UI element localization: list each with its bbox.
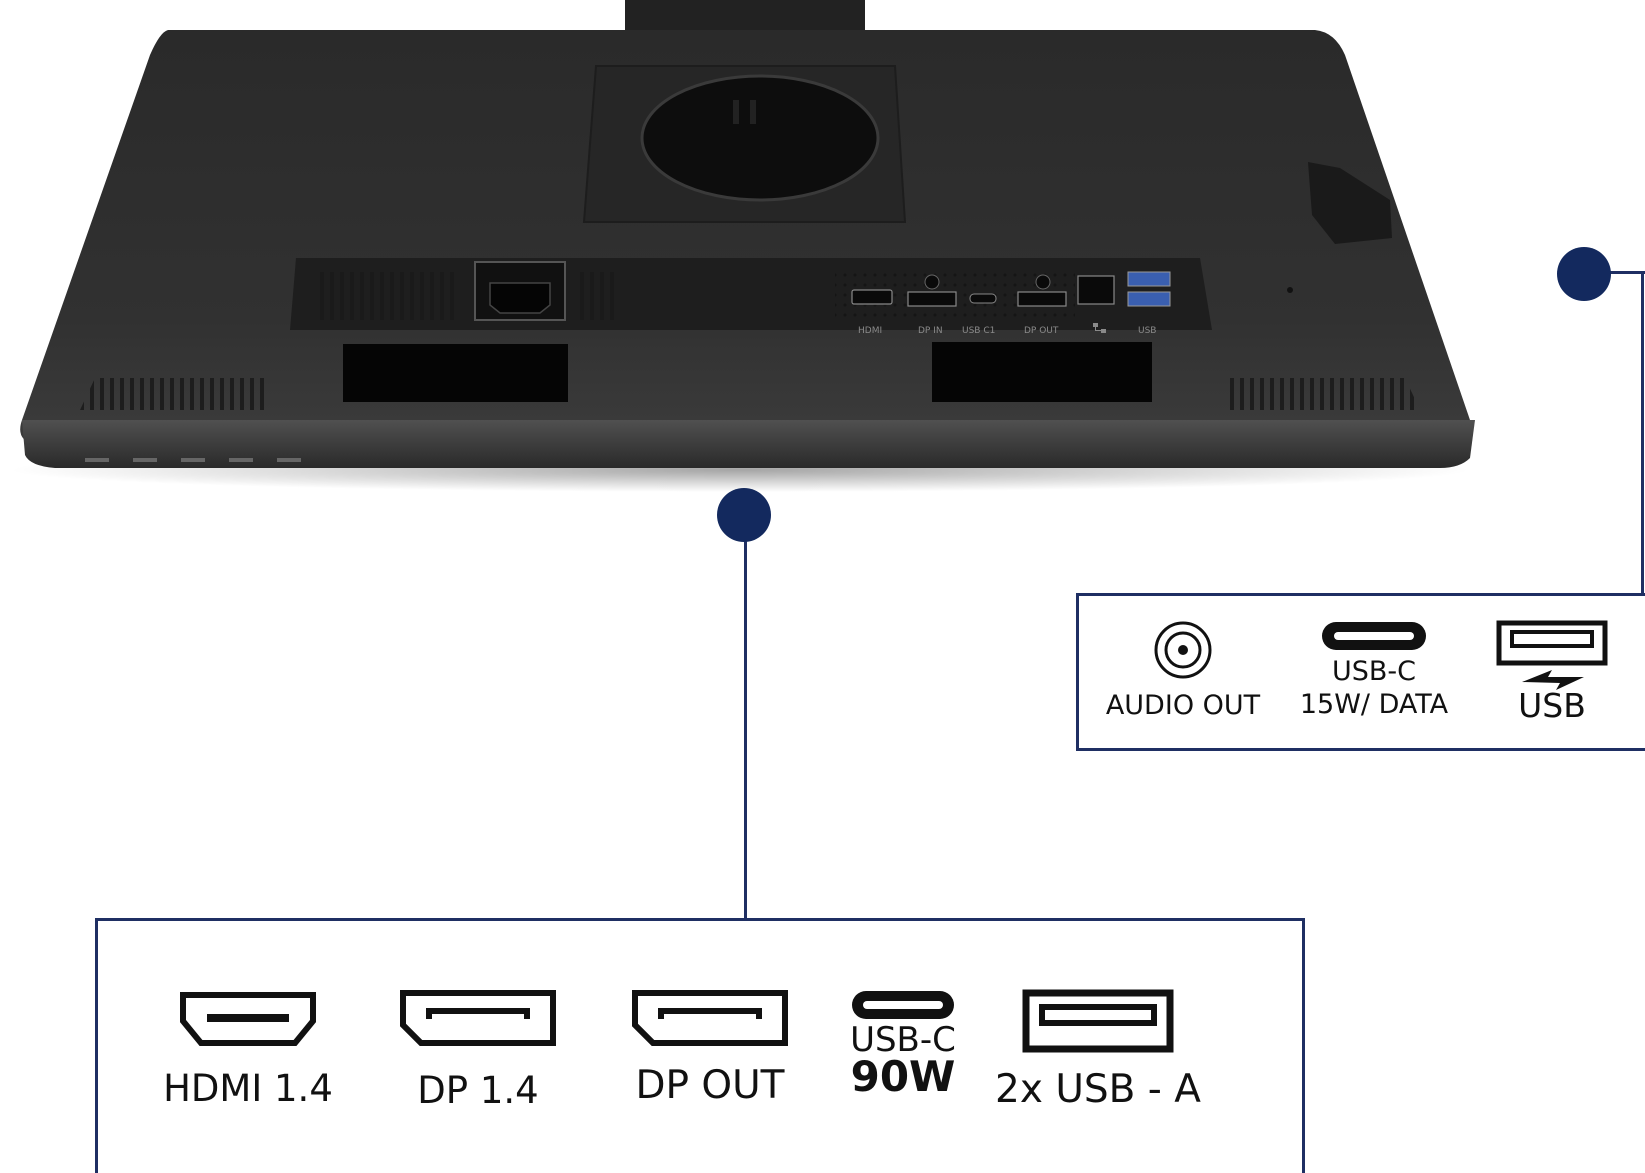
cutout-left: [343, 344, 568, 402]
rear-ports-panel: HDMI 1.4 DP 1.4 DP OUT USB-C 90W 2x USB …: [95, 918, 1305, 1173]
displayport-icon: [400, 990, 556, 1046]
monitor-label-dp-out: DP OUT: [1024, 326, 1059, 336]
stand-stub: [625, 0, 865, 34]
usb-a-charge-icon: [1496, 620, 1608, 690]
stand-mount-hole: [640, 74, 880, 202]
port-usb-c-data: USB-C 15W/ DATA: [1289, 620, 1459, 720]
port-label: 15W/ DATA: [1299, 689, 1449, 720]
monitor-usb-c-port: [969, 293, 997, 304]
audio-jack-icon: [1154, 621, 1212, 679]
port-label: HDMI 1.4: [163, 1067, 333, 1110]
monitor-usb-a-port-1: [1127, 271, 1171, 287]
monitor-dp-out-port: [1017, 291, 1067, 307]
monitor-label-dp-in: DP IN: [918, 326, 943, 336]
port-label: USB-C: [1331, 656, 1417, 687]
monitor-lan-port: [1077, 275, 1115, 305]
monitor-body: [20, 30, 1472, 445]
monitor-label-usb-c1: USB C1: [962, 326, 995, 336]
port-label: DP OUT: [635, 1063, 785, 1108]
port-label: USB-C: [850, 1020, 956, 1060]
port-usb-a: 2x USB - A: [993, 989, 1203, 1112]
side-ports-panel: AUDIO OUT USB-C 15W/ DATA USB: [1076, 593, 1645, 751]
callout-dot-right: [1557, 247, 1611, 301]
port-usb-c-90w: USB-C 90W: [833, 989, 973, 1101]
callout-line-right-h: [1585, 271, 1645, 274]
port-label: AUDIO OUT: [1105, 690, 1261, 721]
usb-c-icon: [852, 991, 954, 1019]
usb-a-icon: [1022, 989, 1174, 1053]
monitor-dp-in-port: [907, 291, 957, 307]
monitor-usb-a-port-2: [1127, 291, 1171, 307]
callout-line-right-v: [1641, 271, 1644, 596]
port-dp-out: DP OUT: [610, 989, 810, 1108]
lan-icon: [1093, 323, 1106, 333]
port-hdmi: HDMI 1.4: [148, 991, 348, 1110]
monitor-rear-view: HDMI DP IN USB C1 DP OUT USB: [10, 0, 1475, 492]
displayport-out-icon: [632, 990, 788, 1046]
port-label: DP 1.4: [417, 1069, 539, 1112]
port-label: USB: [1518, 686, 1586, 725]
monitor-label-hdmi: HDMI: [858, 326, 882, 336]
monitor-hdmi-port: [851, 289, 893, 305]
usb-c-icon: [1322, 622, 1426, 650]
monitor-audio-jack-1: [924, 274, 940, 290]
monitor-audio-jack-2: [1035, 274, 1051, 290]
port-dp-in: DP 1.4: [388, 989, 568, 1112]
port-usb-charge: USB: [1487, 620, 1617, 725]
cutout-right: [932, 342, 1152, 402]
port-label: 2x USB - A: [995, 1067, 1201, 1112]
port-audio-out: AUDIO OUT: [1103, 620, 1263, 721]
monitor-label-usb: USB: [1138, 326, 1156, 336]
hdmi-icon: [180, 992, 316, 1046]
port-label: 90W: [850, 1052, 956, 1101]
callout-dot-bottom: [717, 488, 771, 542]
callout-line-bottom-v: [744, 540, 747, 918]
